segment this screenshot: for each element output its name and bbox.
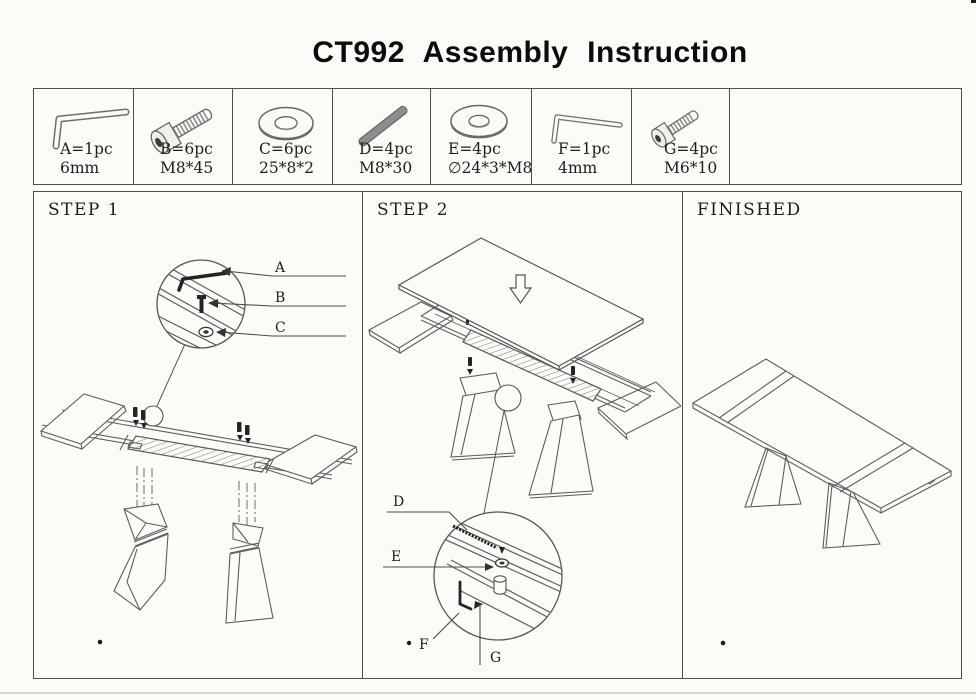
allen-key-icon: [458, 580, 473, 611]
callout-letter: C: [275, 320, 286, 336]
part-cell-f: F=1pc 4mm: [532, 89, 632, 184]
detail-pointer-line: [156, 343, 186, 407]
assembled-table: [691, 358, 953, 549]
part-qty: A=1pc: [60, 140, 113, 158]
part-qty: B=6pc: [160, 140, 213, 158]
step2-detail-circle: [433, 511, 563, 641]
page-edge-shadow: [0, 692, 976, 694]
part-qty: D=4pc: [359, 140, 413, 158]
panel-step2: STEP 2: [363, 192, 683, 678]
part-cell-empty: [730, 89, 961, 184]
callout-letter: F: [419, 637, 429, 653]
print-dot: [406, 640, 412, 646]
allen-key-icon: [177, 271, 229, 292]
washer-icon: [258, 106, 314, 141]
callout-letter: D: [393, 494, 404, 510]
callout-letter: G: [490, 650, 501, 666]
part-qty: C=6pc: [259, 140, 313, 158]
zoom-origin-circle: [494, 384, 522, 412]
panel-step1: STEP 1: [34, 192, 363, 678]
spacer-cylinder-icon: [493, 579, 507, 595]
part-spec: M8*45: [160, 159, 214, 177]
part-spec: ∅24*3*M8: [448, 159, 533, 177]
callout-letter: B: [275, 290, 285, 306]
part-cell-c: C=6pc 25*8*2: [233, 89, 333, 184]
step1-detail-circle: [156, 259, 246, 349]
inverted-frame: [39, 393, 358, 485]
finished-label: FINISHED: [697, 200, 802, 220]
step2-callouts: D E F G: [383, 494, 501, 666]
threaded-stud-icon: [452, 524, 498, 550]
print-dot: [720, 640, 726, 646]
bolt-icon: [197, 295, 206, 313]
washer-icon: [450, 104, 508, 139]
part-qty: E=4pc: [448, 140, 501, 158]
part-cell-e: E=4pc ∅24*3*M8: [431, 89, 532, 184]
pedestal-legs: [113, 503, 274, 624]
part-cell-g: G=4pc M6*10: [632, 89, 730, 184]
scan-artifact: [971, 0, 976, 3]
part-spec: M6*10: [664, 159, 718, 177]
part-cell-b: B=6pc M8*45: [134, 89, 233, 184]
socket-bolt-icon: [150, 108, 213, 154]
part-qty: G=4pc: [664, 140, 718, 158]
part-qty: F=1pc: [558, 140, 611, 158]
detail-pointer-line: [483, 410, 505, 514]
part-spec: M8*30: [359, 159, 413, 177]
part-spec: 25*8*2: [259, 159, 314, 177]
threaded-stud-icon: [358, 105, 408, 147]
down-arrow-icon: [508, 274, 533, 305]
instruction-panels: STEP 1: [33, 191, 962, 679]
step1-diagram: A B C: [39, 259, 358, 645]
alignment-lines: [136, 466, 256, 525]
page-title: CT992 Assembly Instruction: [312, 36, 748, 69]
allen-key-icon: [52, 108, 130, 150]
print-dot: [97, 639, 103, 645]
step2-label: STEP 2: [377, 200, 450, 220]
bolt-pins: [133, 407, 251, 444]
part-cell-a: A=1pc 6mm: [34, 89, 134, 184]
allen-key-icon: [551, 114, 623, 144]
part-spec: 4mm: [558, 159, 598, 177]
step1-label: STEP 1: [48, 200, 121, 220]
callout-letter: A: [274, 260, 286, 276]
step2-diagram: D E F G: [367, 237, 681, 666]
part-spec: 6mm: [60, 159, 100, 177]
callout-letter: E: [391, 549, 401, 565]
finished-diagram: [691, 358, 953, 646]
parts-table: A=1pc 6mm B=6pc M8*45: [33, 88, 962, 185]
step1-callouts: A B C: [208, 260, 346, 337]
panel-finished: FINISHED: [683, 192, 961, 678]
part-cell-d: D=4pc M8*30: [333, 89, 431, 184]
tabletop: [397, 237, 645, 371]
socket-bolt-icon: [651, 110, 699, 148]
